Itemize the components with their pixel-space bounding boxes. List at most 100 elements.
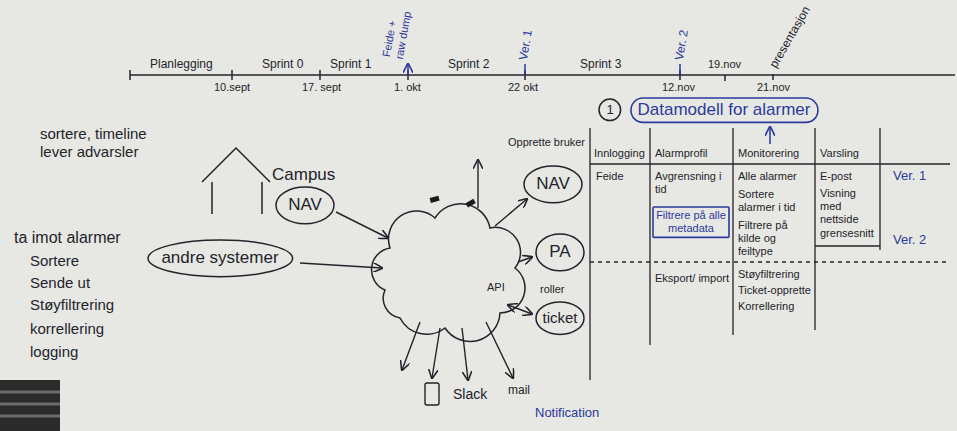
- system-ellipse: NAV: [523, 165, 583, 204]
- node-text: 1: [606, 102, 613, 118]
- node-text: NAV: [288, 195, 322, 215]
- cloud-shape: [372, 204, 525, 342]
- node-text: PA: [549, 242, 570, 262]
- channel-label: Slack: [453, 386, 487, 403]
- table-cell: E-post: [820, 170, 852, 183]
- channel-label: mail: [508, 383, 530, 397]
- version-label: Ver. 1: [893, 168, 926, 184]
- flow-arrow: [300, 263, 382, 268]
- flow-arrow: [462, 328, 468, 380]
- flow-arrow: [432, 328, 440, 378]
- node-text: Datamodell for alarmer: [638, 100, 811, 120]
- timeline-line: [130, 74, 955, 76]
- phase-label: Planlegging: [150, 57, 213, 71]
- eraser: [0, 380, 60, 431]
- date-label: 19.nov: [708, 58, 741, 71]
- table-rule: [649, 128, 650, 345]
- table-rules: [590, 128, 950, 380]
- channel-label: Notification: [535, 405, 599, 421]
- table-cell: Alle alarmer: [738, 170, 813, 183]
- ellipse-outline: [524, 166, 582, 203]
- flow-arrow: [518, 257, 532, 262]
- filter-box: Filtrere på alle metadata: [652, 206, 730, 238]
- table-cell: Støyfiltrering: [738, 268, 800, 281]
- table-cell: Filtrere på kilde og feiltype: [738, 219, 813, 259]
- node-text: ticket: [542, 309, 577, 327]
- circle-outline: [599, 99, 621, 121]
- table-cell: Eksport/ import: [655, 272, 729, 285]
- column-header: Monitorering: [738, 147, 799, 160]
- link-arrow: [769, 127, 771, 144]
- table-rule: [732, 128, 733, 335]
- data-model-box: Datamodell for alarmer: [630, 97, 819, 123]
- column-header: Innlogging: [594, 147, 645, 160]
- eraser-stripe: [0, 391, 60, 394]
- eraser-body: [0, 380, 60, 431]
- table-cell: Visning med nettside grensesnitt: [820, 187, 878, 240]
- timeline-tick: [129, 70, 131, 80]
- ellipse-outline: [536, 234, 584, 271]
- date-label: 22 okt: [508, 81, 538, 94]
- node-text: andre systemer: [161, 248, 278, 268]
- table-rule: [879, 128, 880, 250]
- table-rule: [589, 128, 590, 380]
- ellipse-outline: [276, 187, 334, 224]
- date-label: 21.nov: [757, 81, 790, 94]
- system-ellipse: ticket: [535, 301, 585, 335]
- phase-label: Sprint 3: [580, 57, 621, 71]
- flow-arrow: [495, 199, 527, 226]
- side-note: korrellering: [30, 320, 104, 338]
- timeline-tick: [319, 70, 321, 80]
- system-ellipse: NAV: [275, 186, 335, 225]
- date-label: 12.nov: [662, 81, 695, 94]
- place-label: Campus: [272, 165, 335, 185]
- side-note: logging: [30, 343, 78, 361]
- table-cell: Avgrensning i tid: [655, 170, 729, 196]
- eraser-stripe: [0, 403, 60, 406]
- side-note: Sortere: [30, 252, 79, 270]
- table-rule: [815, 245, 880, 246]
- date-label: 10.sept: [214, 81, 250, 94]
- date-label: 1. okt: [394, 81, 421, 94]
- node-text: Filtrere på alle metadata: [655, 209, 727, 235]
- column-header: Alarmprofil: [655, 147, 708, 160]
- phase-label: Sprint 2: [448, 57, 489, 71]
- upload-arrow: [477, 160, 478, 208]
- role-label: roller: [540, 283, 564, 296]
- magnet: [466, 199, 476, 208]
- side-note: Sende ut: [30, 274, 90, 292]
- api-arrow: [508, 305, 532, 314]
- timeline-tick: [724, 75, 726, 81]
- phone-icon: [425, 383, 439, 405]
- table-cell: Korrellering: [738, 300, 794, 313]
- box-outline: [631, 98, 818, 122]
- side-note: Støyfiltrering: [30, 296, 114, 314]
- flow-arrow: [336, 212, 388, 238]
- side-note: sortere, timeline lever advarsler: [40, 125, 150, 161]
- box-outline: [653, 207, 729, 237]
- api-label: API: [487, 281, 505, 294]
- table-rule: [590, 163, 950, 164]
- system-ellipse: PA: [535, 233, 585, 272]
- timeline-tick: [231, 70, 233, 80]
- column-header: Varsling: [820, 147, 859, 160]
- phase-label: Sprint 1: [330, 57, 371, 71]
- ellipse-outline: [536, 302, 584, 334]
- flow-arrow: [486, 322, 513, 378]
- eraser-stripe: [0, 415, 60, 418]
- house-icon: [202, 148, 270, 214]
- milestone-arrow: [407, 64, 409, 75]
- magnet: [430, 196, 440, 203]
- version-divider: [590, 261, 950, 262]
- timeline-tick: [772, 74, 774, 80]
- callout-number: 1: [598, 98, 622, 122]
- version-label: Ver. 2: [893, 232, 926, 248]
- ellipse-outline: [148, 240, 293, 277]
- side-note: ta imot alarmer: [14, 228, 121, 247]
- table-cell: Feide: [596, 170, 624, 183]
- phase-label: Sprint 0: [262, 57, 303, 71]
- timeline-ticks: [130, 70, 773, 81]
- system-ellipse: andre systemer: [147, 239, 294, 278]
